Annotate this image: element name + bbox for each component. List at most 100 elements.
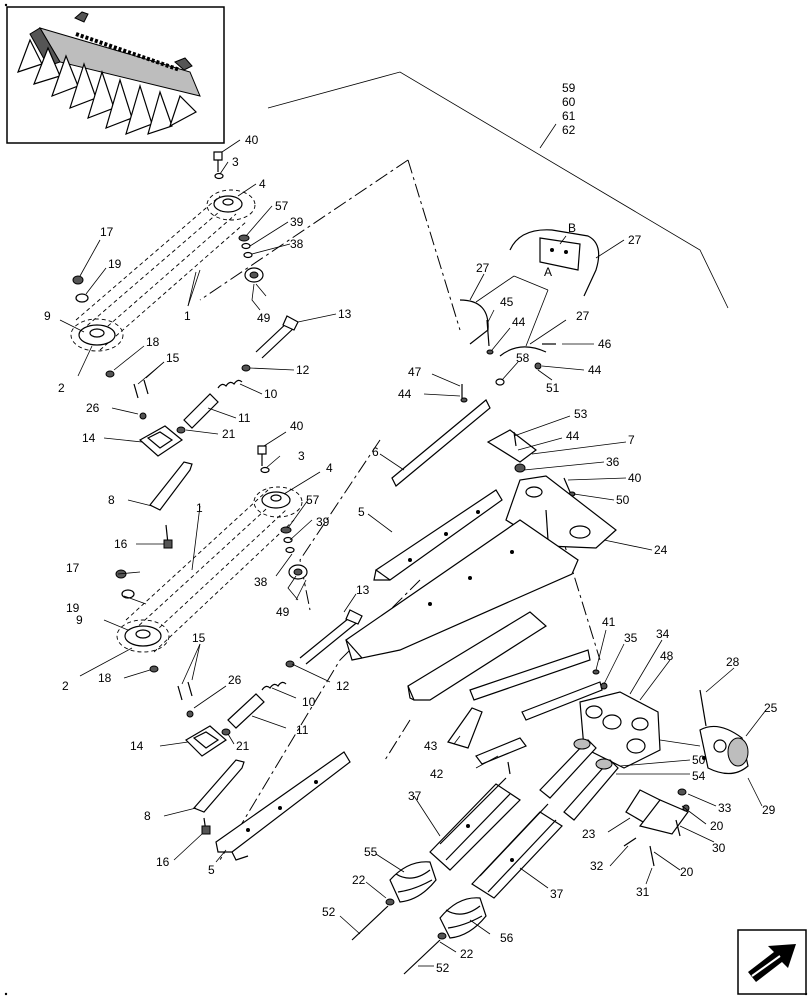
callout-11: 11 (238, 411, 251, 425)
frame-assembly (345, 229, 617, 775)
callout-13: 13 (356, 583, 370, 597)
callout-11: 11 (296, 723, 309, 737)
callout-40: 40 (245, 133, 259, 147)
callout-10: 10 (264, 387, 278, 401)
row-unit-bottom (115, 445, 363, 861)
callout-10: 10 (302, 695, 316, 709)
callout-23: 23 (582, 827, 596, 841)
callout-2: 2 (58, 381, 65, 395)
callout-38: 38 (290, 237, 304, 251)
callout-57: 57 (275, 199, 289, 213)
callout-60: 60 (562, 95, 576, 109)
callout-B: B (568, 221, 576, 235)
callout-4: 4 (259, 177, 266, 191)
callout-27: 27 (628, 233, 642, 247)
callout-44: 44 (398, 387, 412, 401)
callout-6: 6 (372, 445, 379, 459)
callout-22: 22 (352, 873, 366, 887)
callout-group-59-62: 59 60 61 62 (562, 81, 576, 137)
callout-A: A (544, 265, 552, 279)
callout-21: 21 (222, 427, 236, 441)
callout-57: 57 (306, 493, 320, 507)
callout-1: 1 (196, 501, 203, 515)
callout-41: 41 (602, 615, 616, 629)
callout-37: 37 (408, 789, 422, 803)
callout-31: 31 (636, 885, 650, 899)
callout-62: 62 (562, 123, 576, 137)
callout-5: 5 (358, 505, 365, 519)
callout-43: 43 (424, 739, 438, 753)
callout-56: 56 (500, 931, 514, 945)
callout-21: 21 (236, 739, 250, 753)
callout-12: 12 (336, 679, 350, 693)
callout-27: 27 (476, 261, 490, 275)
callout-2: 2 (62, 679, 69, 693)
callout-26: 26 (228, 673, 242, 687)
callout-20: 20 (710, 819, 724, 833)
callout-16: 16 (114, 537, 128, 551)
callout-12: 12 (296, 363, 310, 377)
callouts-drive: 41 35 34 48 28 25 43 42 50 54 33 29 37 2… (322, 615, 778, 975)
callout-40: 40 (628, 471, 642, 485)
callout-18: 18 (98, 671, 112, 685)
callout-46: 46 (598, 337, 612, 351)
callouts-bottom: 40 3 4 57 39 38 49 1 17 19 9 2 18 13 12 … (62, 419, 370, 877)
callout-17: 17 (66, 561, 80, 575)
leader-lines (59, 139, 767, 967)
callout-3: 3 (232, 155, 239, 169)
callout-44: 44 (566, 429, 580, 443)
drive-assembly (351, 669, 749, 975)
callout-8: 8 (108, 493, 115, 507)
callout-50: 50 (616, 493, 630, 507)
callout-9: 9 (44, 309, 51, 323)
callout-35: 35 (624, 631, 638, 645)
assembly-bracket (267, 71, 729, 309)
callout-49: 49 (257, 311, 271, 325)
callout-33: 33 (718, 801, 732, 815)
header-thumbnail (6, 6, 225, 144)
callout-52: 52 (436, 961, 450, 975)
callout-5: 5 (208, 863, 215, 877)
callout-61: 61 (562, 109, 576, 123)
callout-22: 22 (460, 947, 474, 961)
callout-47: 47 (408, 365, 422, 379)
callout-14: 14 (130, 739, 144, 753)
callout-49: 49 (276, 605, 290, 619)
callout-27: 27 (576, 309, 590, 323)
callout-45: 45 (500, 295, 514, 309)
callout-18: 18 (146, 335, 160, 349)
callout-42: 42 (430, 767, 444, 781)
callout-36: 36 (606, 455, 620, 469)
callout-32: 32 (590, 859, 604, 873)
callout-59: 59 (562, 81, 576, 95)
callout-13: 13 (338, 307, 352, 321)
callout-40: 40 (290, 419, 304, 433)
callout-26: 26 (86, 401, 100, 415)
sprocket (213, 195, 243, 213)
callout-50: 50 (692, 753, 706, 767)
next-page-arrow-icon[interactable] (737, 929, 807, 995)
callout-14: 14 (82, 431, 96, 445)
callout-37: 37 (550, 887, 564, 901)
callout-4: 4 (326, 461, 333, 475)
callouts-frame: B A 27 27 27 45 44 46 58 44 51 47 44 53 … (358, 221, 668, 557)
callout-19: 19 (66, 601, 80, 615)
callout-44: 44 (512, 315, 526, 329)
callout-58: 58 (516, 351, 530, 365)
callout-48: 48 (660, 649, 674, 663)
callout-29: 29 (762, 803, 776, 817)
callout-44: 44 (588, 363, 602, 377)
callout-1: 1 (184, 309, 191, 323)
callout-15: 15 (166, 351, 180, 365)
callout-8: 8 (144, 809, 151, 823)
callout-9: 9 (76, 613, 83, 627)
callout-7: 7 (628, 433, 635, 447)
callout-52: 52 (322, 905, 336, 919)
callout-39: 39 (290, 215, 304, 229)
callout-34: 34 (656, 627, 670, 641)
callout-30: 30 (712, 841, 726, 855)
sprocket (78, 324, 116, 346)
callout-19: 19 (108, 257, 122, 271)
callout-24: 24 (654, 543, 668, 557)
